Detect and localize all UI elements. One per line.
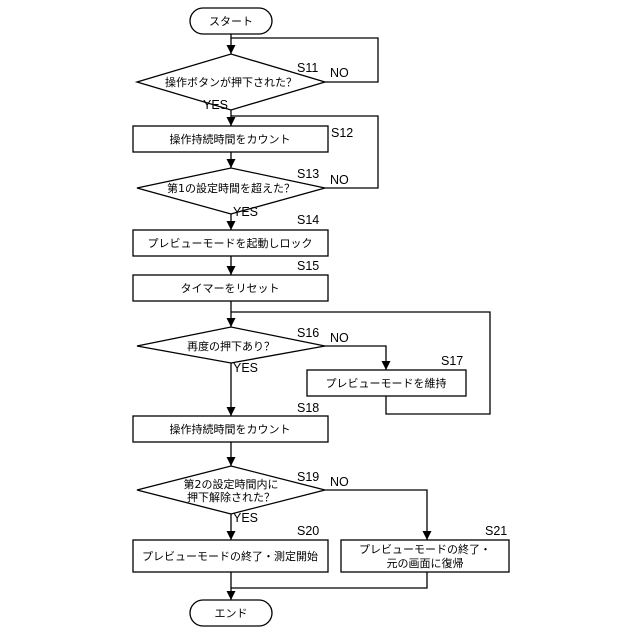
step-s11: 操作ボタンが押下された？ S11 NO YES bbox=[137, 54, 349, 112]
s19-text-line2: 押下解除された？ bbox=[187, 490, 275, 504]
step-s16: 再度の押下あり？ S16 NO YES bbox=[137, 326, 349, 375]
s16-no-label: NO bbox=[330, 331, 349, 345]
s21-text-line2: 元の画面に復帰 bbox=[387, 557, 464, 570]
arrow-s19-no-to-s21 bbox=[325, 490, 427, 540]
merge-s21-to-end bbox=[231, 572, 427, 588]
s20-id: S20 bbox=[297, 524, 319, 538]
s11-yes-label: YES bbox=[203, 98, 228, 112]
s18-id: S18 bbox=[297, 401, 319, 415]
s11-no-label: NO bbox=[330, 66, 349, 80]
connectors bbox=[231, 34, 490, 600]
s19-id: S19 bbox=[297, 470, 319, 484]
step-s12: 操作持続時間をカウント S12 bbox=[133, 126, 353, 152]
s12-text: 操作持続時間をカウント bbox=[170, 132, 291, 146]
s19-no-label: NO bbox=[330, 475, 349, 489]
s16-text: 再度の押下あり？ bbox=[187, 339, 275, 353]
s17-text: プレビューモードを維持 bbox=[326, 376, 447, 390]
s19-text-line1: 第2の設定時間内に bbox=[184, 477, 279, 491]
start-terminal: スタート bbox=[190, 8, 272, 34]
step-s21: プレビューモードの終了・ 元の画面に復帰 S21 bbox=[341, 524, 509, 572]
s19-yes-label: YES bbox=[233, 511, 258, 525]
end-terminal: エンド bbox=[190, 600, 272, 626]
step-s13: 第1の設定時間を超えた？ S13 NO YES bbox=[137, 167, 349, 219]
s21-text-line1: プレビューモードの終了・ bbox=[359, 542, 491, 556]
s11-id: S11 bbox=[297, 61, 318, 75]
s20-text: プレビューモードの終了・測定開始 bbox=[142, 549, 318, 563]
arrow-s16-no-to-s17 bbox=[325, 346, 386, 370]
s13-yes-label: YES bbox=[233, 205, 258, 219]
end-label: エンド bbox=[215, 607, 248, 620]
s17-id: S17 bbox=[441, 354, 463, 368]
step-s19: 第2の設定時間内に 押下解除された？ S19 NO YES bbox=[137, 466, 349, 525]
s16-id: S16 bbox=[297, 326, 319, 340]
s13-id: S13 bbox=[297, 167, 319, 181]
s13-text: 第1の設定時間を超えた？ bbox=[167, 181, 295, 195]
s14-id: S14 bbox=[297, 213, 319, 227]
s12-id: S12 bbox=[331, 126, 353, 140]
s21-id: S21 bbox=[485, 524, 507, 538]
s14-text: プレビューモードを起動しロック bbox=[148, 236, 313, 250]
s18-text: 操作持続時間をカウント bbox=[170, 422, 291, 436]
s15-id: S15 bbox=[297, 259, 319, 273]
start-label: スタート bbox=[209, 15, 253, 28]
s15-text: タイマーをリセット bbox=[181, 282, 280, 295]
s11-text: 操作ボタンが押下された？ bbox=[165, 75, 297, 89]
s13-no-label: NO bbox=[330, 173, 349, 187]
s16-yes-label: YES bbox=[233, 361, 258, 375]
